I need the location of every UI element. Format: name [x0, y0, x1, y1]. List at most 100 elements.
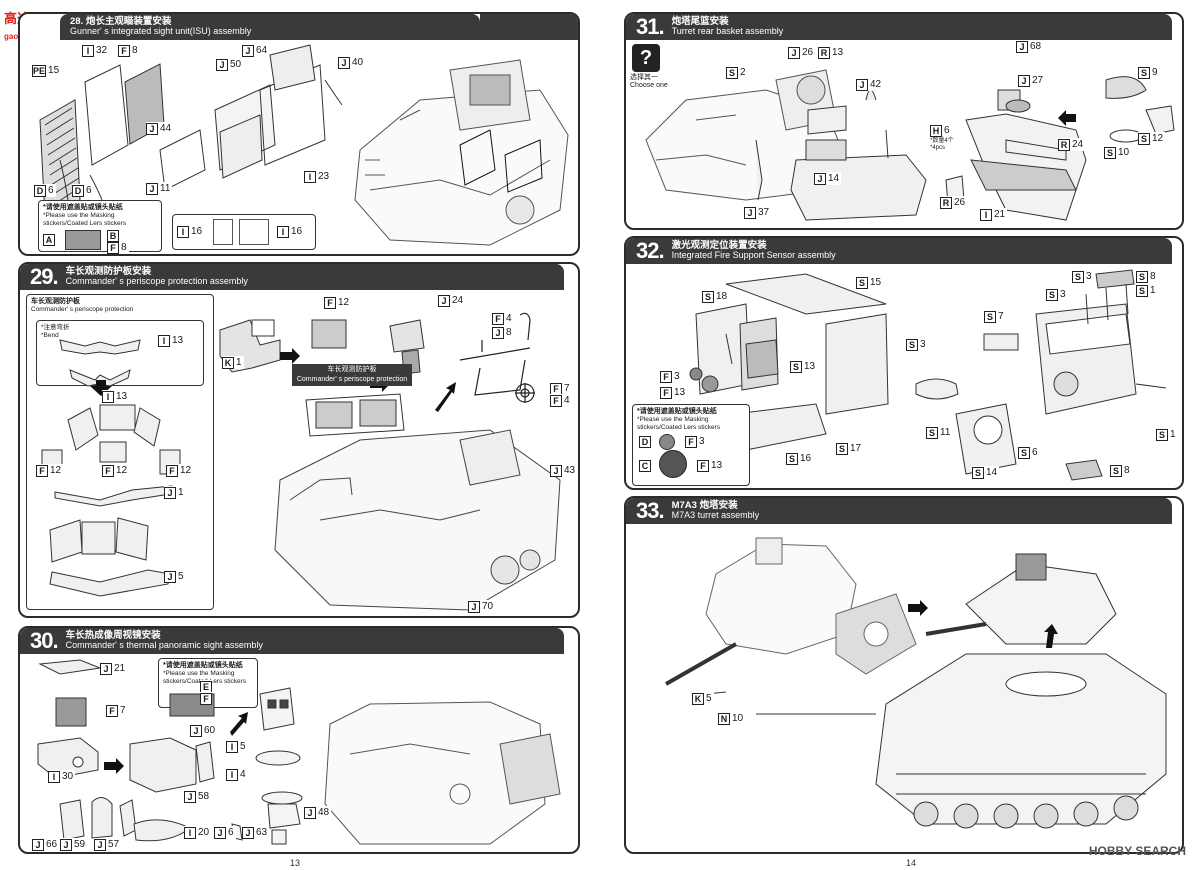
step-28-header-fill — [480, 14, 578, 40]
hobby-search-logo: HOBBY SEARCH — [1088, 844, 1186, 858]
step-31-header: 31. 炮塔尾篮安装 Turret rear basket assembly — [626, 14, 1172, 40]
step-32-panel: 32. 激光观测定位装置安装 Integrated Fire Support S… — [624, 236, 1184, 490]
question-icon: ? — [632, 44, 660, 72]
lens-sticker-icon — [659, 433, 675, 450]
step-31-diagram — [645, 69, 1175, 221]
page-number-left: 13 — [290, 858, 301, 868]
step-29-panel: 29. 车长观测防护板安装 Commander' s periscope pro… — [18, 262, 580, 618]
step-32-diagram — [689, 269, 1167, 481]
step-28-panel: 28. 炮长主观瞄装置安装 Gunner' s integrated sight… — [18, 12, 580, 256]
step-30-header: 30. 车长热成像周视镜安装 Commander' s thermal pano… — [20, 628, 564, 654]
step-33-header: 33. M7A3 炮塔安装 M7A3 turret assembly — [626, 498, 1172, 524]
decal-icon — [239, 219, 269, 245]
step-28-title-en: Gunner' s integrated sight unit(ISU) ass… — [70, 26, 252, 37]
step-32-masking-note: *请使用遮盖贴或镜头贴纸 *Please use the Masking sti… — [632, 404, 750, 486]
part-tag: F — [200, 692, 212, 705]
right-page: 31. 炮塔尾篮安装 Turret rear basket assembly ?… — [600, 0, 1200, 870]
step-30-diagram — [37, 659, 561, 845]
step-28-masking-note: *请使用遮盖贴或镜头贴纸 *Please use the Masking sti… — [38, 200, 162, 254]
page-number-right: 14 — [906, 858, 917, 868]
qty-note: *数量4个*4pcs — [930, 138, 954, 151]
step-31-panel: 31. 炮塔尾篮安装 Turret rear basket assembly ?… — [624, 12, 1184, 230]
decal-icon — [213, 219, 233, 245]
lens-sticker-icon — [659, 449, 687, 478]
step-30-panel: 30. 车长热成像周视镜安装 Commander' s thermal pano… — [18, 626, 580, 854]
step-28-title-zh: 28. 炮长主观瞄装置安装 — [70, 16, 172, 28]
part-tag: E — [200, 680, 212, 693]
step-32-header: 32. 激光观测定位装置安装 Integrated Fire Support S… — [626, 238, 1172, 264]
step-29-diagram — [41, 312, 561, 611]
step-33-panel: 33. M7A3 炮塔安装 M7A3 turret assembly — [624, 496, 1184, 854]
step-29-header: 29. 车长观测防护板安装 Commander' s periscope pro… — [20, 264, 564, 290]
left-page: 高达网 gaoda.com 28. 炮长主观瞄装置安装 Gunner' s in… — [4, 11, 580, 868]
